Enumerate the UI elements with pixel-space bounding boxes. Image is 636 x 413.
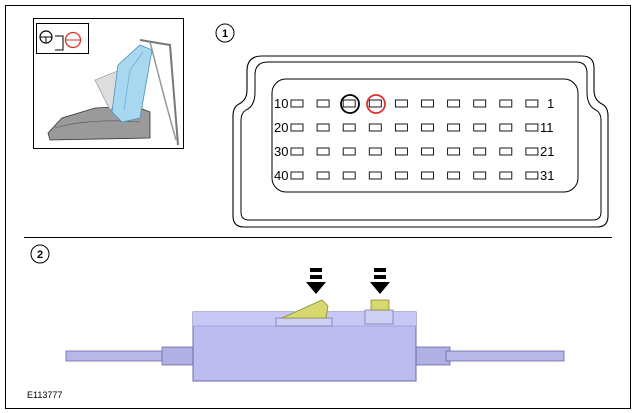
wire-right-sleeve [413,346,451,366]
callout-1: 1 [215,23,235,43]
wire-right [445,350,565,362]
pin-cavity [499,99,513,108]
locking-latch-left[interactable] [281,299,329,319]
seat-outline-icon [55,35,64,51]
pin-cavity [316,123,330,132]
pin-cavity [525,123,539,132]
pin-cavity [525,147,539,156]
press-arrow-left [306,268,326,294]
latch-base-right [364,309,394,325]
callout-2: 2 [30,244,50,264]
connector-face: 10 20 30 40 1 11 21 31 [232,55,609,228]
pin-cavity [368,171,382,180]
pin-cavity [342,171,356,180]
latch-base-left [275,317,333,327]
pin-cavity [447,123,461,132]
pin-cavity [394,123,408,132]
pin-cavity [499,123,513,132]
pin-cavity [290,99,304,108]
pin-grid [290,99,539,180]
pin-cavity [447,171,461,180]
pin-cavity [447,99,461,108]
pin-cavity [368,99,382,108]
pin-cavity [421,171,434,180]
wire-left-sleeve [161,346,197,366]
pin-cavity [394,147,408,156]
pin-cavity [368,147,382,156]
pin-cavity [290,147,304,156]
location-inset [33,18,184,149]
pin-cavity [499,147,513,156]
inline-connector [192,299,417,382]
pin-cavity [368,123,382,132]
row-4-right-label: 31 [540,168,554,183]
wire-harness [65,346,565,366]
seat-back-highlight [111,44,153,123]
pin-cavity [473,171,487,180]
row-2-right-label: 11 [540,120,554,135]
row-3-right-label: 21 [540,144,554,159]
callout-1-label: 1 [222,28,228,40]
pin-cavity [447,147,461,156]
row-2-left-label: 20 [274,120,288,135]
pin-cavity [473,99,487,108]
pin-cavity [394,99,408,108]
row-3-left-label: 30 [274,144,288,159]
pin-highlight-black [340,94,360,114]
pin-cavity [316,171,330,180]
pin-cavity [342,147,356,156]
pin-highlight-red [366,94,386,114]
pin-cavity [394,171,408,180]
pin-cavity [342,99,356,108]
outer-border [5,5,631,409]
pin-cavity [290,123,304,132]
pin-cavity [342,123,356,132]
locking-tab-right[interactable] [370,299,390,311]
pin-cavity [525,99,539,108]
row-4-left-label: 40 [274,168,288,183]
pin-cavity [290,171,304,180]
wire-left [65,350,167,362]
press-arrow-right [370,268,390,294]
pin-cavity [316,147,330,156]
row-1-left-label: 10 [274,96,288,111]
seat-frame [139,39,179,146]
pin-cavity [421,99,434,108]
callout-2-label: 2 [37,249,43,261]
red-location-circle [64,31,82,49]
figure-id: E113777 [27,390,62,400]
pin-cavity [473,147,487,156]
pin-cavity [421,123,434,132]
pin-cavity [316,99,330,108]
pin-cavity [473,123,487,132]
pin-cavity [421,147,434,156]
row-1-right-label: 1 [547,96,554,111]
pin-cavity [499,171,513,180]
pin-cavity [525,171,539,180]
